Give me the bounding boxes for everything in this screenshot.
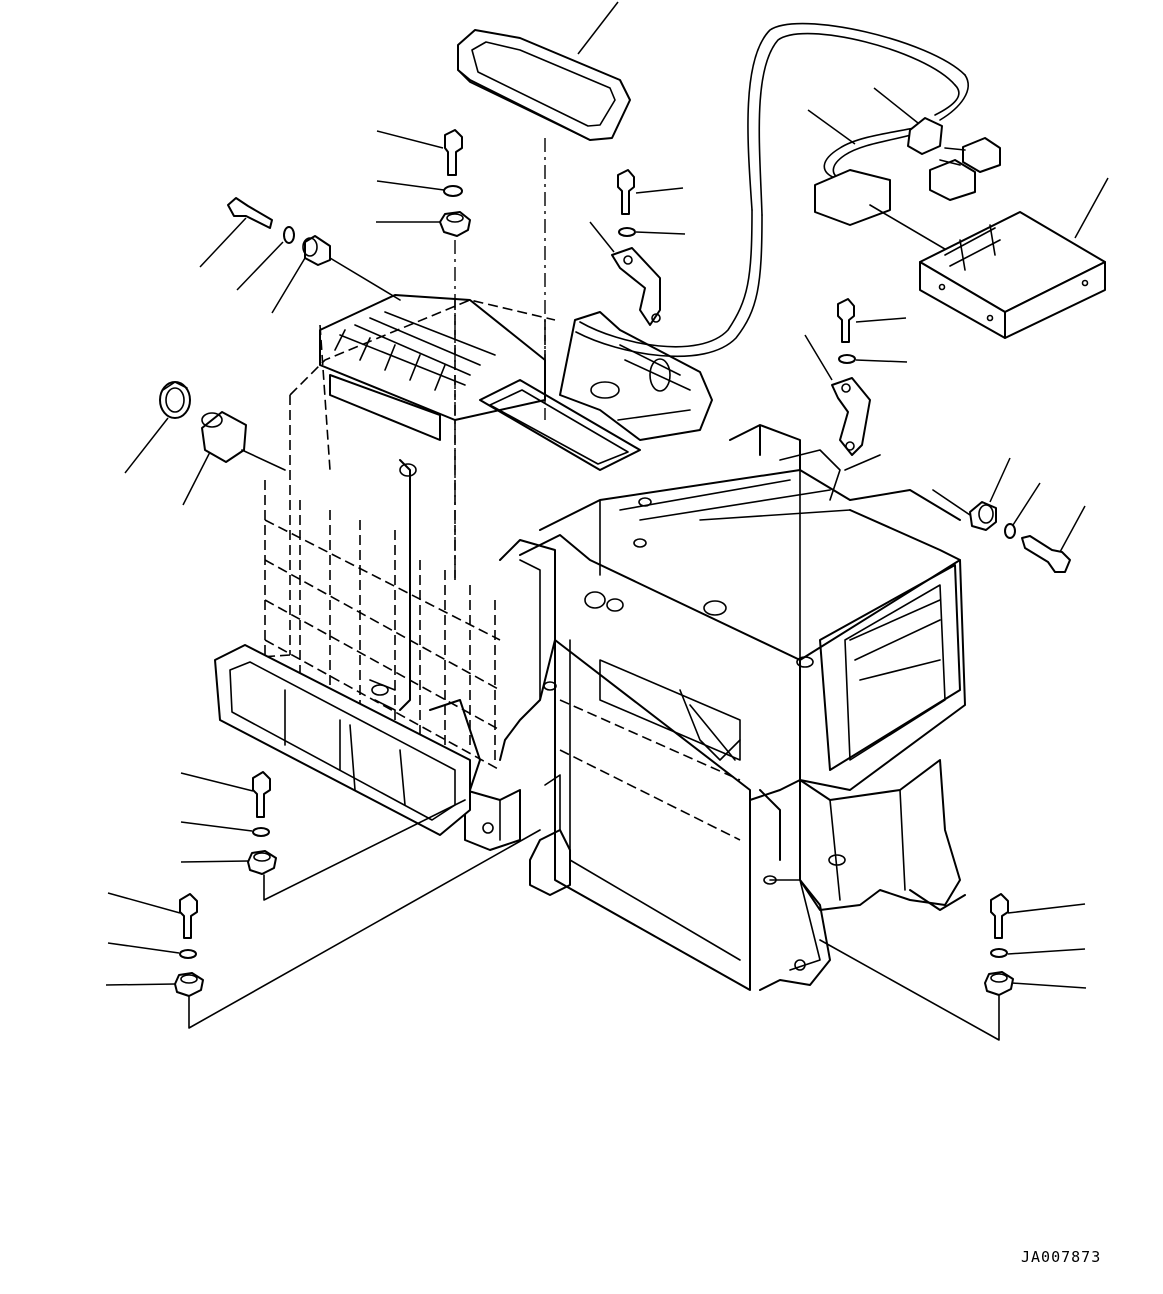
- harness-clip: [873, 87, 943, 155]
- grommet: [271, 235, 401, 314]
- washer: [618, 227, 686, 237]
- bolt: [617, 169, 684, 215]
- bracket: [804, 334, 871, 456]
- bolt: [1021, 505, 1086, 573]
- wire-harness: [575, 22, 969, 358]
- grommet: [932, 457, 1011, 531]
- duct-seal-top: [457, 1, 631, 141]
- bolt: [837, 298, 907, 343]
- drawing-id-code: JA007873: [1021, 1248, 1102, 1266]
- hose-clamp: [124, 381, 191, 474]
- hose-sleeve: [182, 411, 286, 506]
- bolt: [107, 892, 198, 939]
- washer: [107, 942, 197, 959]
- bolt: [990, 893, 1086, 939]
- washer: [180, 821, 270, 837]
- bolt: [376, 129, 463, 176]
- washer: [838, 354, 908, 364]
- bolt: [199, 197, 273, 268]
- washer: [376, 180, 463, 197]
- air-conditioner-unit: [214, 138, 966, 991]
- grommet: [105, 829, 541, 1029]
- grommet: [180, 799, 466, 901]
- control-unit: [919, 177, 1109, 339]
- grommet: [819, 939, 1087, 1041]
- grommet: [376, 211, 471, 237]
- connector: [814, 137, 1001, 256]
- washer: [990, 948, 1086, 958]
- bracket: [589, 221, 661, 326]
- washer: [236, 226, 295, 291]
- washer: [1004, 482, 1041, 539]
- bolt: [180, 771, 271, 818]
- duct-seal-front: [214, 644, 471, 836]
